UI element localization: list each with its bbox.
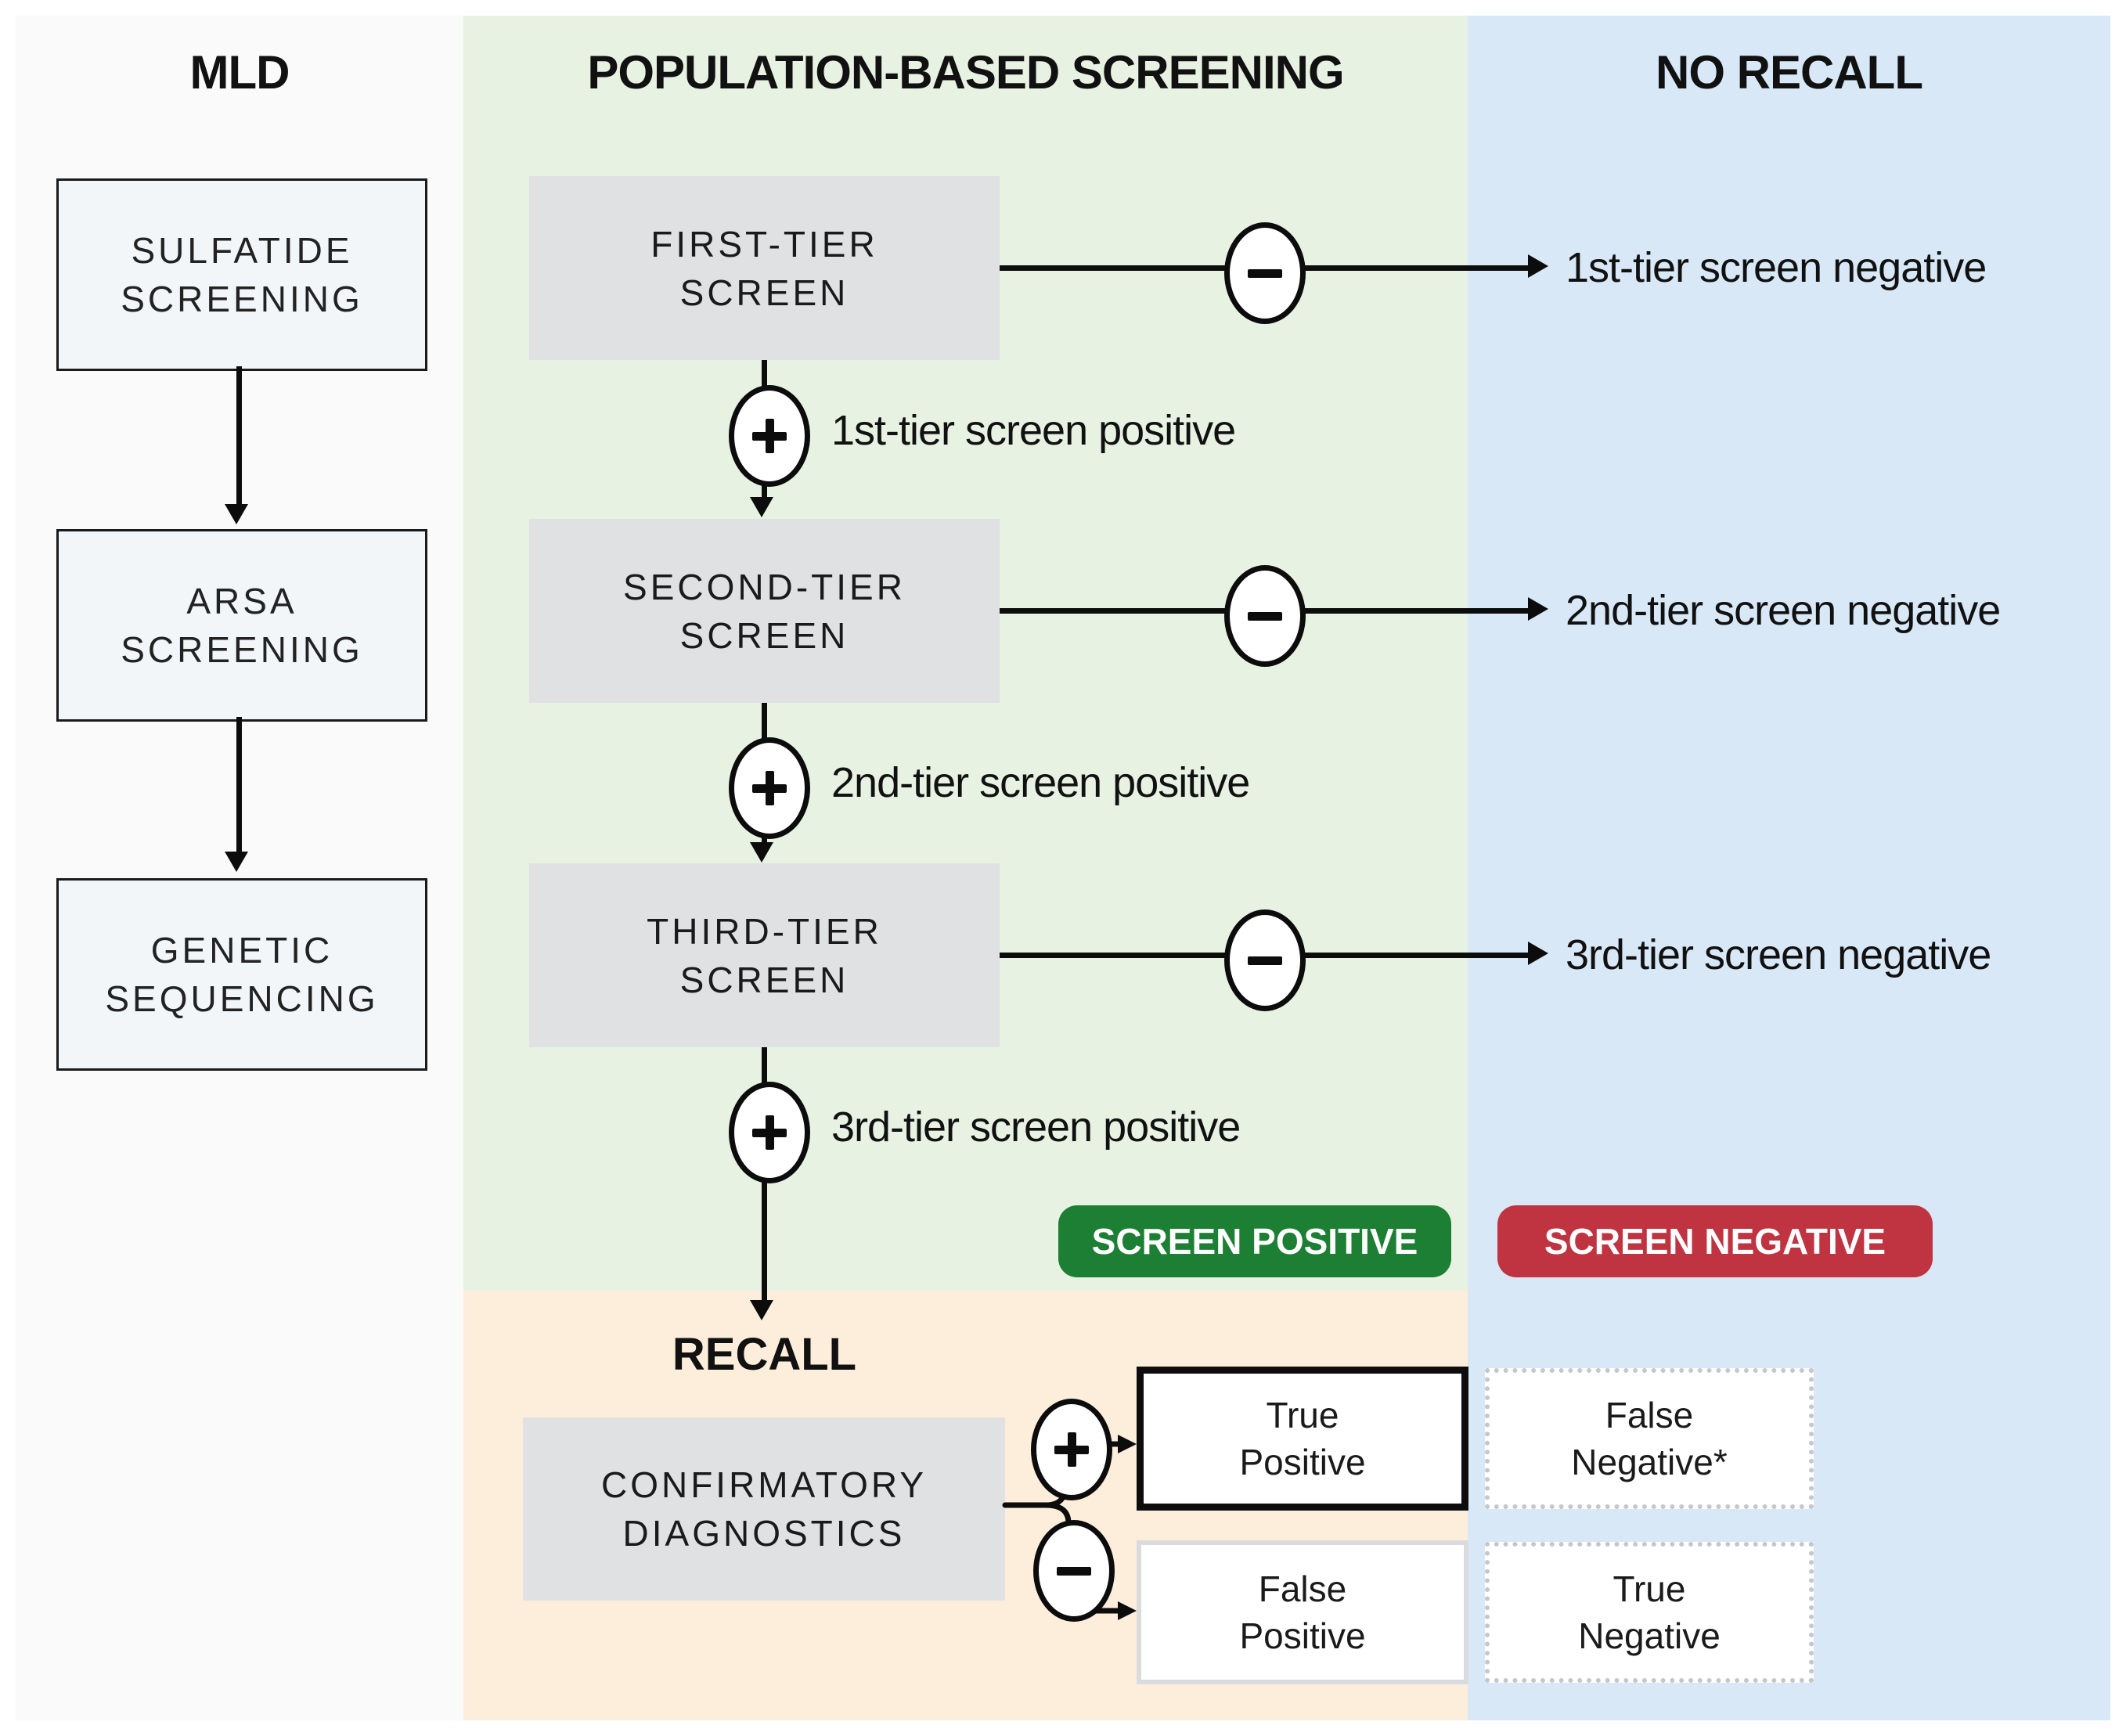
negative-outcome-label: 1st-tier screen negative xyxy=(1566,244,1987,291)
box-label-line: SEQUENCING xyxy=(105,978,379,1019)
arrow-down-icon xyxy=(750,1300,773,1320)
connector-line xyxy=(236,366,242,506)
false-positive-box: False Positive xyxy=(1137,1540,1468,1684)
arrow-down-icon xyxy=(225,504,248,524)
box-label-line: SCREEN xyxy=(679,959,849,1000)
positive-outcome-label: 1st-tier screen positive xyxy=(831,407,1236,454)
minus-icon xyxy=(1224,565,1306,667)
box-label-line: SCREEN xyxy=(679,272,849,313)
column-header-mld: MLD xyxy=(189,46,290,99)
box-label-line: SCREENING xyxy=(121,629,363,670)
plus-glyph xyxy=(752,771,787,805)
mld-box-arsa-screening: ARSA SCREENING xyxy=(56,529,427,722)
box-label-line: SCREEN xyxy=(679,614,849,656)
connector-line xyxy=(236,717,242,853)
arrow-down-icon xyxy=(750,842,773,863)
true-negative-box: True Negative xyxy=(1485,1542,1814,1683)
plus-glyph xyxy=(752,1115,787,1150)
outcome-label-line: Positive xyxy=(1239,1615,1366,1656)
positive-outcome-label: 2nd-tier screen positive xyxy=(831,759,1250,806)
column-header-screening: POPULATION-BASED SCREENING xyxy=(587,46,1344,99)
outcome-label-line: Positive xyxy=(1239,1442,1366,1482)
arrow-right-icon xyxy=(1528,942,1548,965)
confirmatory-diagnostics-box: CONFIRMATORY DIAGNOSTICS xyxy=(523,1417,1005,1601)
box-label-line: CONFIRMATORY xyxy=(600,1464,928,1505)
box-label-line: GENETIC xyxy=(150,930,333,971)
box-label-line: THIRD-TIER xyxy=(647,910,882,952)
outcome-label-line: Negative* xyxy=(1571,1442,1728,1482)
recall-title: RECALL xyxy=(672,1329,857,1380)
screen-negative-badge: SCREEN NEGATIVE xyxy=(1497,1205,1933,1277)
box-label-line: SULFATIDE xyxy=(131,230,353,271)
negative-outcome-label: 2nd-tier screen negative xyxy=(1566,587,2001,634)
outcome-label-line: False xyxy=(1605,1395,1694,1435)
box-label-line: FIRST-TIER xyxy=(650,223,878,265)
plus-glyph xyxy=(752,419,787,453)
minus-icon xyxy=(1224,909,1306,1011)
plus-icon xyxy=(729,385,810,487)
arrow-down-icon xyxy=(750,497,773,517)
screen-positive-badge: SCREEN POSITIVE xyxy=(1058,1205,1451,1277)
third-tier-screen-box: THIRD-TIER SCREEN xyxy=(529,863,1000,1047)
outcome-label-line: True xyxy=(1613,1569,1686,1609)
arrow-right-icon xyxy=(1528,597,1548,621)
minus-icon xyxy=(1224,222,1306,324)
box-label-line: ARSA xyxy=(186,581,297,621)
arrow-down-icon xyxy=(225,852,248,872)
plus-icon xyxy=(729,737,810,839)
mld-box-genetic-sequencing: GENETIC SEQUENCING xyxy=(56,878,427,1071)
mld-box-sulfatide-screening: SULFATIDE SCREENING xyxy=(56,178,427,371)
minus-bar xyxy=(1248,268,1282,278)
first-tier-screen-box: FIRST-TIER SCREEN xyxy=(529,176,1000,360)
plus-icon xyxy=(1031,1399,1112,1500)
box-label-line: SECOND-TIER xyxy=(623,566,906,607)
plus-icon xyxy=(729,1082,810,1183)
positive-outcome-label: 3rd-tier screen positive xyxy=(831,1104,1241,1151)
minus-icon xyxy=(1033,1520,1115,1622)
minus-bar xyxy=(1057,1566,1091,1576)
outcome-label-line: False xyxy=(1258,1569,1347,1609)
false-negative-box: False Negative* xyxy=(1485,1368,1814,1509)
arrow-right-icon xyxy=(1528,254,1548,278)
negative-outcome-label: 3rd-tier screen negative xyxy=(1566,931,1991,978)
minus-bar xyxy=(1248,956,1282,965)
second-tier-screen-box: SECOND-TIER SCREEN xyxy=(529,519,1000,703)
outcome-label-line: Negative xyxy=(1578,1615,1721,1656)
plus-glyph xyxy=(1054,1432,1089,1467)
outcome-label-line: True xyxy=(1266,1395,1339,1435)
box-label-line: DIAGNOSTICS xyxy=(622,1513,906,1554)
true-positive-box: True Positive xyxy=(1137,1367,1468,1511)
minus-bar xyxy=(1248,611,1282,621)
column-header-no-recall: NO RECALL xyxy=(1656,46,1923,99)
box-label-line: SCREENING xyxy=(121,279,363,319)
